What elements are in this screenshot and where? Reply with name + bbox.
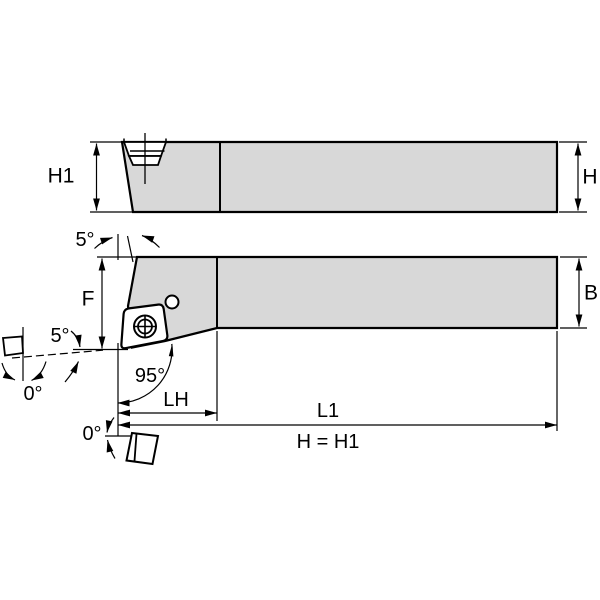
angle-label-lead: 95° bbox=[134, 365, 166, 387]
clamp-notch bbox=[164, 294, 180, 310]
edge-angle-annotation bbox=[11, 330, 104, 383]
head-angle-annotation bbox=[94, 234, 160, 263]
note-h-equals-h1: H = H1 bbox=[296, 431, 360, 453]
extension-lines bbox=[73, 256, 587, 436]
dim-h1 bbox=[90, 141, 133, 213]
dim-h bbox=[559, 141, 587, 213]
dim-label-b: B bbox=[583, 281, 599, 305]
dim-label-f: F bbox=[81, 287, 95, 311]
angle-label-inclination-front: 0° bbox=[82, 423, 102, 445]
lead-angle-arc bbox=[117, 343, 174, 407]
dim-label-lh: LH bbox=[163, 389, 189, 411]
dim-label-h1: H1 bbox=[47, 164, 75, 188]
inclination-front-detail bbox=[105, 417, 160, 466]
top-view-body bbox=[126, 255, 559, 349]
dim-label-l1: L1 bbox=[316, 400, 340, 422]
side-view bbox=[90, 133, 587, 214]
angle-label-inclination-side: 0° bbox=[23, 383, 43, 405]
angle-label-end-cutting: 5° bbox=[50, 325, 70, 347]
dim-label-h: H bbox=[582, 165, 598, 189]
top-view bbox=[1, 234, 587, 466]
screw-head-icon bbox=[133, 314, 157, 339]
side-view-insert-pocket bbox=[122, 133, 168, 184]
side-view-body bbox=[120, 140, 559, 214]
inclination-side-detail bbox=[1, 327, 47, 382]
angle-label-head-back: 5° bbox=[75, 229, 95, 251]
